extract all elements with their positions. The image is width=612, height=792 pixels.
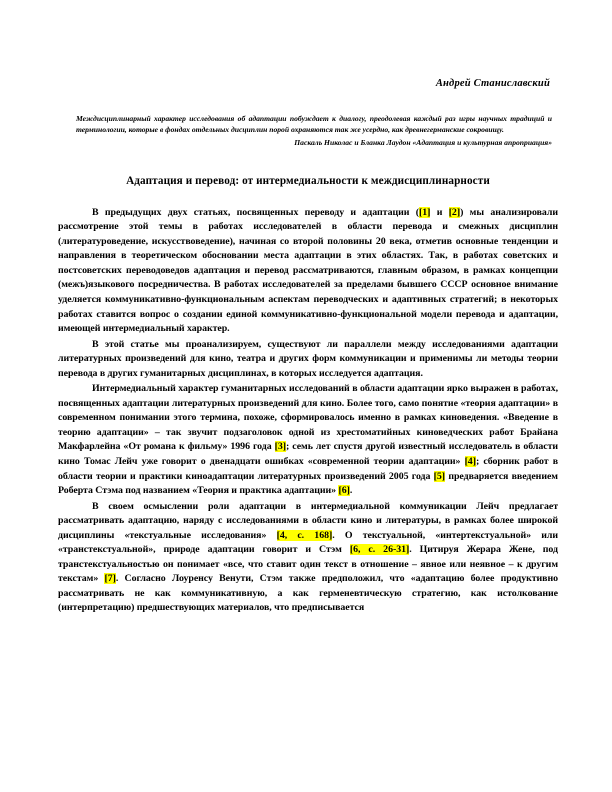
paragraph: В своем осмыслении роли адаптации в инте… <box>58 500 558 616</box>
epigraph-text: Междисциплинарный характер исследования … <box>76 114 552 134</box>
citation-reference[interactable]: [7] <box>104 573 116 585</box>
epigraph-source: Паскаль Николас и Бланка Лаудон «Адаптац… <box>294 138 552 147</box>
document-body: В предыдущих двух статьях, посвященных п… <box>58 206 558 616</box>
text-run: В своем осмыслении роли адаптации в инте… <box>58 500 558 541</box>
paragraph: В этой статье мы проанализируем, существ… <box>58 338 558 382</box>
paragraph: В предыдущих двух статьях, посвященных п… <box>58 206 558 337</box>
page-title: Адаптация и перевод: от интермедиальност… <box>126 175 490 187</box>
text-run: . <box>349 485 353 497</box>
text-run: . О текстуальной, «интертекстуальной» ил… <box>58 529 558 556</box>
citation-reference[interactable]: [4, с. 168] <box>276 529 333 541</box>
author-name: Андрей Станиславский <box>435 78 550 89</box>
text-run: и <box>430 206 449 218</box>
citation-reference[interactable]: [3] <box>274 441 287 453</box>
citation-reference[interactable]: [1] <box>418 206 431 218</box>
citation-reference[interactable]: [4] <box>464 455 476 467</box>
citation-reference[interactable]: [5] <box>433 470 446 482</box>
text-run: ) мы анализировали рассмотрение этой тем… <box>58 206 558 335</box>
text-run: . Согласно Лоуренсу Венути, Стэм также п… <box>58 573 558 614</box>
text-run: предваряется введением Роберта Стэма под… <box>58 470 558 497</box>
text-run: В предыдущих двух статьях, посвященных п… <box>92 206 419 218</box>
paragraph: Интермедиальный характер гуманитарных ис… <box>58 382 558 498</box>
text-run: . Цитируя Жерара Жене, под транстекстуал… <box>58 544 558 585</box>
text-run: ; семь лет спустя другой известный иссле… <box>58 441 559 467</box>
text-run: ; сборник работ в области теории и практ… <box>58 455 558 482</box>
text-run: Интермедиальный характер гуманитарных ис… <box>58 383 558 453</box>
citation-reference[interactable]: [6] <box>338 485 350 497</box>
citation-reference[interactable]: [6, с. 26-31] <box>349 544 410 556</box>
citation-reference[interactable]: [2] <box>448 206 461 218</box>
text-run: В этой статье мы проанализируем, существ… <box>58 338 558 379</box>
